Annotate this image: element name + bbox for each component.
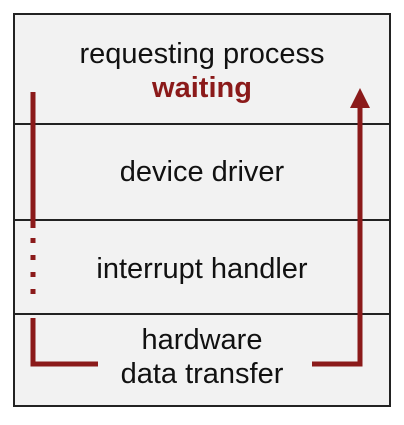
interrupt-handler-label: interrupt handler xyxy=(96,253,308,285)
layer-requesting-process: requesting process waiting xyxy=(15,15,389,123)
layer-device-driver: device driver xyxy=(15,123,389,219)
layer-stack: requesting process waiting device driver… xyxy=(13,13,391,407)
requesting-process-label: requesting process xyxy=(79,38,325,70)
hardware-label: hardware xyxy=(141,324,263,356)
device-driver-label: device driver xyxy=(119,156,285,188)
waiting-status-label: waiting xyxy=(152,72,252,104)
data-transfer-label: data transfer xyxy=(120,358,284,390)
layer-hardware-data-transfer: hardware data transfer xyxy=(15,313,389,407)
layer-interrupt-handler: interrupt handler xyxy=(15,219,389,313)
